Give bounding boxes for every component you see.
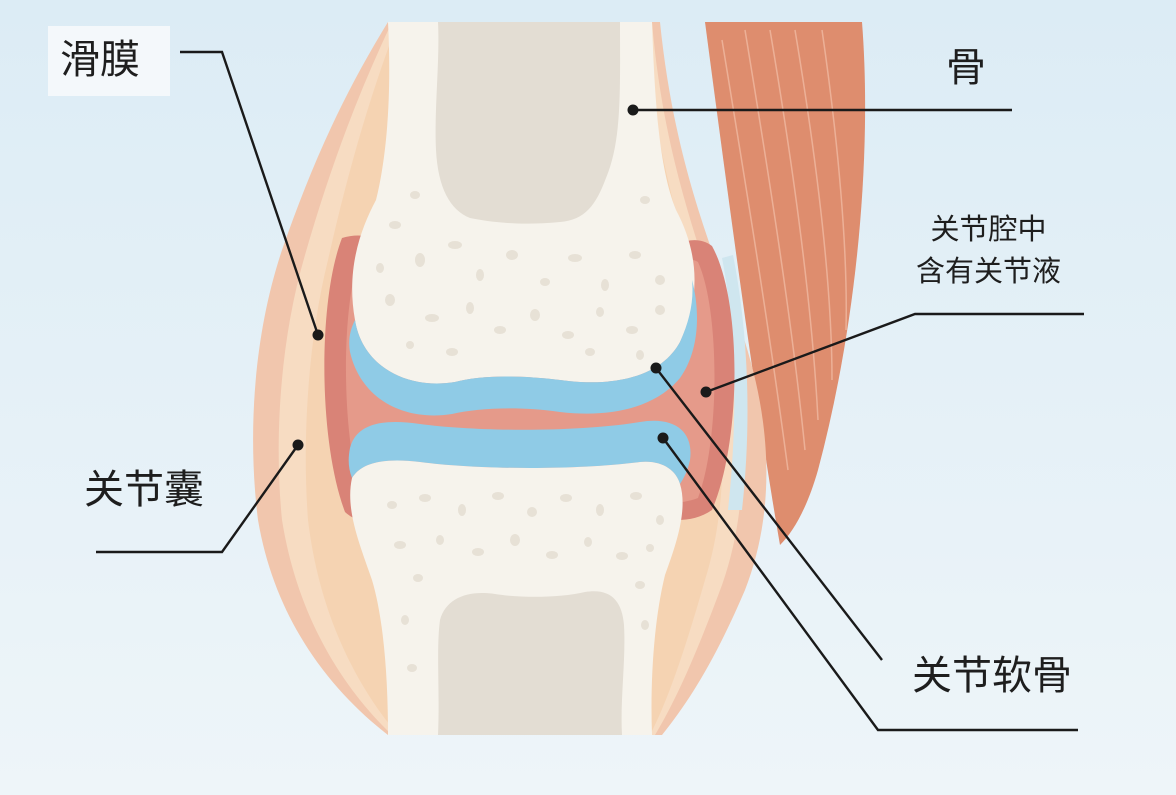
bone-label: 骨 — [946, 45, 986, 91]
lower-bone-trabeculae — [387, 492, 664, 672]
capsule-label: 关节囊 — [84, 467, 204, 513]
muscle-fibers — [721, 29, 847, 471]
lower-cartilage — [348, 420, 691, 484]
fluid-dot — [700, 386, 712, 398]
synovium-dot — [312, 329, 324, 341]
cartilage-dot-lower — [657, 432, 669, 444]
cartilage-label: 关节软骨 — [912, 653, 1072, 699]
fluid-label: 关节腔中 含有关节液 — [916, 208, 1061, 292]
cartilage-leader-line-lower — [662, 437, 1078, 732]
fluid-label-line1: 关节腔中 — [930, 212, 1047, 246]
upper-cartilage — [349, 280, 697, 416]
leader-dots — [292, 104, 712, 451]
capsule-dot — [292, 439, 304, 451]
synovium-label-backdrop — [48, 26, 170, 96]
cartilage-dot-upper — [650, 362, 662, 374]
upper-bone-marrow — [435, 22, 621, 224]
lower-bone-marrow — [438, 591, 625, 735]
fluid-label-line2: 含有关节液 — [916, 254, 1062, 288]
synovium-label: 滑膜 — [60, 37, 140, 83]
synovium-leader-line — [180, 50, 320, 336]
cartilage-leader-line-upper — [655, 367, 883, 661]
capsule-leader-line — [96, 444, 299, 554]
bone-dot — [627, 104, 639, 116]
leader-lines — [96, 50, 1084, 732]
fluid-leader-line — [705, 312, 1084, 394]
upper-bone-trabeculae — [376, 191, 665, 360]
